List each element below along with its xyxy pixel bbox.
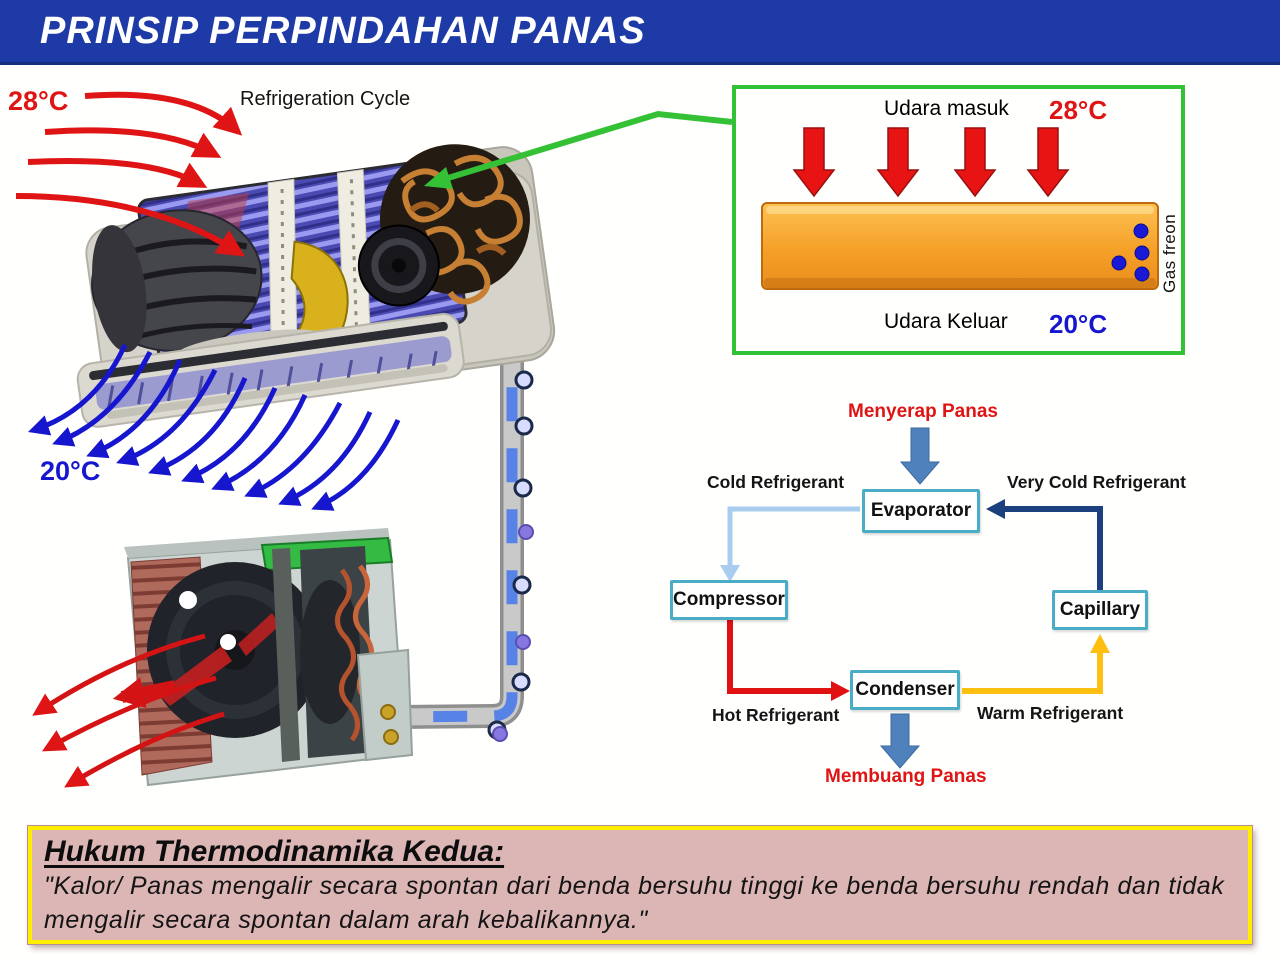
capillary-box: Capillary bbox=[1052, 590, 1148, 630]
inset-air-in-arrows bbox=[792, 127, 1070, 198]
cycle-connectors bbox=[720, 499, 1110, 701]
freon-dots bbox=[1111, 223, 1150, 282]
cool-air-out-arrows bbox=[28, 343, 401, 511]
thermodynamics-law-box: Hukum Thermodinamika Kedua: "Kalor/ Pana… bbox=[28, 826, 1252, 944]
air-in-temp: 28°C bbox=[1049, 95, 1108, 125]
brass-fitting bbox=[380, 704, 396, 720]
gas-freon-label: Gas freon bbox=[1160, 213, 1179, 293]
law-heading: Hukum Thermodinamika Kedua: bbox=[44, 835, 505, 868]
header-bar: PRINSIP PERPINDAHAN PANAS bbox=[0, 0, 1280, 65]
brass-fitting bbox=[383, 729, 399, 745]
evaporator-box: Evaporator bbox=[862, 489, 980, 533]
outdoor-exhaust-arrows bbox=[32, 633, 225, 788]
heat-exchanger-bar bbox=[761, 202, 1159, 290]
absorb-heat-arrow bbox=[899, 427, 941, 485]
indoor-temp-in-label: 28°C bbox=[8, 86, 69, 116]
cold-refrigerant-label: Cold Refrigerant bbox=[707, 472, 845, 492]
compressor-shell bbox=[300, 580, 360, 724]
condenser-box: Condenser bbox=[850, 670, 960, 710]
law-text-line2: mengalir secara spontan dalam arah kebal… bbox=[44, 906, 648, 934]
heat-exchange-inset-box: Udara masuk 28°C Gas freon Udara Keluar … bbox=[732, 85, 1185, 355]
law-text-line1: "Kalor/ Panas mengalir secara spontan da… bbox=[44, 872, 1225, 900]
page-title: PRINSIP PERPINDAHAN PANAS bbox=[40, 10, 646, 52]
very-cold-refrigerant-label: Very Cold Refrigerant bbox=[1007, 472, 1186, 492]
hot-refrigerant-label: Hot Refrigerant bbox=[712, 705, 840, 725]
air-in-label: Udara masuk bbox=[884, 97, 1009, 120]
indoor-temp-out-label: 20°C bbox=[40, 456, 101, 486]
absorb-heat-label: Menyerap Panas bbox=[848, 401, 998, 422]
inset-pointer-arrow bbox=[424, 110, 733, 189]
compressor-box: Compressor bbox=[670, 580, 788, 620]
outdoor-unit bbox=[124, 528, 414, 787]
air-out-temp: 20°C bbox=[1049, 309, 1108, 339]
release-heat-arrow bbox=[879, 713, 921, 769]
release-heat-label: Membuang Panas bbox=[825, 766, 987, 787]
air-out-label: Udara Keluar bbox=[884, 310, 1008, 333]
refrigeration-cycle-caption: Refrigeration Cycle bbox=[240, 88, 411, 110]
warm-refrigerant-label: Warm Refrigerant bbox=[977, 703, 1124, 723]
warm-air-in-arrows bbox=[15, 91, 245, 257]
